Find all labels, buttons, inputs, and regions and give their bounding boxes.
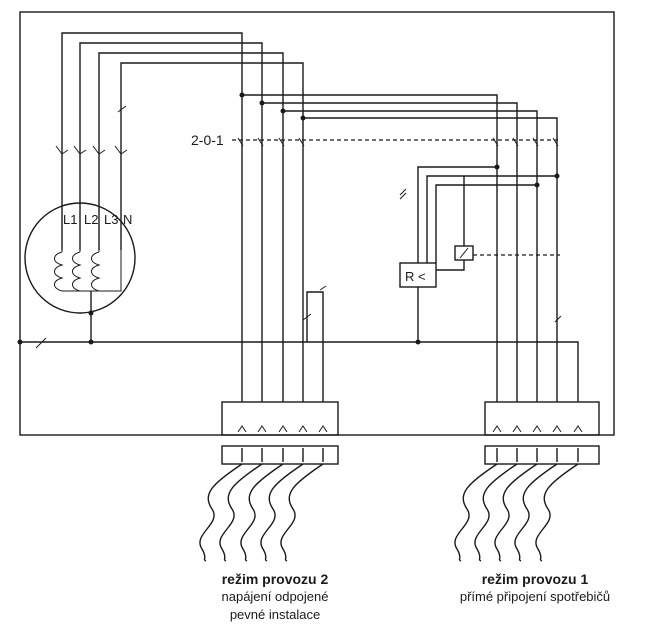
generator-breaker [55, 105, 128, 155]
phase-n: N [123, 212, 132, 227]
terminal-block-left [221, 401, 339, 465]
caption-mode1-title: režim provozu 1 [481, 571, 589, 587]
cables-left [199, 463, 324, 562]
caption-mode1: režim provozu 1 přímé připojení spotřebi… [420, 570, 649, 606]
pe-switch-right [554, 315, 562, 323]
ground-bus [17, 337, 579, 402]
relay-label: R < [405, 269, 426, 284]
caption-mode2-line2: pevné instalace [229, 607, 321, 622]
caption-mode1-line1: přímé připojení spotřebičů [459, 589, 611, 604]
generator-leads [61, 32, 304, 402]
pe-switch-left [302, 285, 327, 402]
phase-l3: L3 [104, 212, 118, 227]
switch-contacts [237, 137, 559, 147]
caption-mode2-line1: napájení odpojené [221, 589, 329, 604]
phase-l2: L2 [84, 212, 98, 227]
caption-mode2: režim provozu 2 napájení odpojené pevné … [180, 570, 370, 624]
phase-l1: L1 [63, 212, 77, 227]
switch-label: 2-0-1 [191, 132, 224, 148]
branch-wires [239, 92, 558, 402]
relay: R < [399, 164, 560, 342]
generator: L1 L2 L3 N [24, 202, 136, 342]
terminal-block-right [484, 401, 600, 465]
caption-mode2-title: režim provozu 2 [221, 571, 329, 587]
cables-right [454, 463, 579, 562]
